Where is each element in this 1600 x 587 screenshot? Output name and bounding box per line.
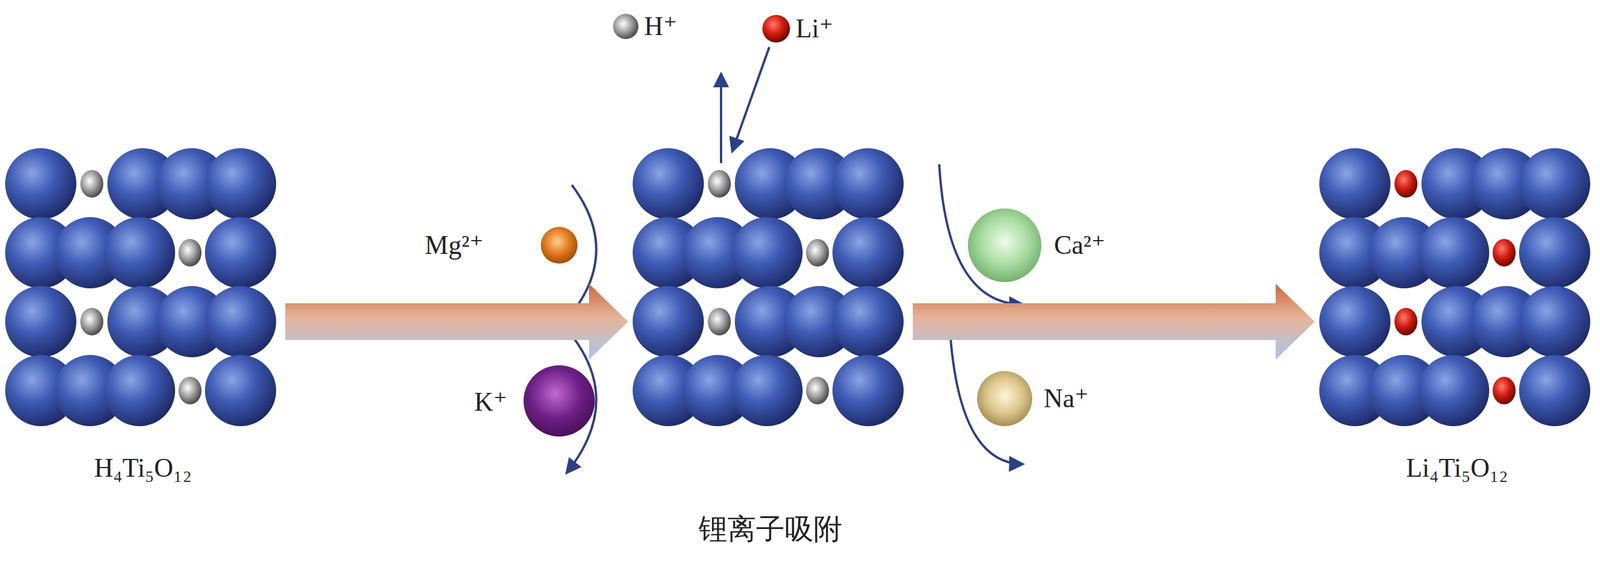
pass-arrow (939, 164, 1022, 305)
oxide-sphere (5, 148, 77, 220)
lithium-ball (762, 14, 790, 43)
oxide-sphere (204, 285, 277, 358)
oxide-sphere (832, 285, 904, 358)
site-ion (707, 307, 731, 336)
site-ion (806, 238, 829, 267)
ion-label: Li⁺ (795, 15, 834, 42)
oxide-sphere (103, 354, 176, 426)
oxide-sphere (1519, 354, 1591, 426)
oxide-sphere (1319, 148, 1391, 220)
lattice-node: 锂离子吸附 (632, 148, 909, 549)
site-ion (80, 169, 104, 198)
lattice-figure (1319, 148, 1595, 430)
ion-label: K⁺ (474, 388, 508, 416)
oxide-sphere (832, 217, 904, 289)
process-arrow (285, 283, 629, 360)
ion-label: H⁺ (644, 13, 678, 40)
lattice-node: H₄Ti₅O₁₂ (5, 148, 281, 483)
formula-label: Li₄Ti₅O₁₂ (1319, 452, 1595, 483)
site-ion (178, 376, 202, 405)
oxide-sphere (832, 148, 904, 220)
oxide-sphere (204, 354, 277, 426)
oxide-sphere (731, 217, 803, 289)
oxide-sphere (204, 217, 277, 289)
oxide-sphere (731, 354, 803, 426)
site-ion (80, 307, 104, 336)
site-ion (806, 376, 829, 405)
lattice-node: Li₄Ti₅O₁₂ (1319, 148, 1595, 483)
site-ion (1394, 169, 1418, 198)
oxide-sphere (103, 217, 176, 289)
oxide-sphere (1519, 148, 1591, 220)
site-ion (1492, 376, 1516, 405)
proton-ball (613, 13, 639, 40)
lattice-figure (5, 148, 281, 430)
ion-label: Na⁺ (1043, 385, 1089, 412)
potassium-ball (523, 365, 595, 437)
calcium-ball (967, 208, 1042, 282)
lithium-uptake-arrow (732, 47, 770, 151)
stage-caption: 锂离子吸附 (632, 509, 909, 549)
pass-arrow (949, 323, 1022, 464)
site-ion (1394, 307, 1418, 336)
oxide-sphere (832, 354, 904, 426)
oxide-sphere (1519, 217, 1591, 289)
oxide-sphere (5, 285, 77, 358)
site-ion (178, 238, 202, 267)
oxide-sphere (1519, 285, 1591, 358)
process-arrow (912, 283, 1315, 360)
magnesium-ball (540, 226, 578, 264)
site-ion (707, 169, 731, 198)
ion-label: Ca²⁺ (1054, 231, 1106, 259)
proton-release-arrow (719, 74, 723, 164)
oxide-sphere (1319, 285, 1391, 358)
lattice-figure (632, 148, 909, 430)
oxide-sphere (632, 148, 704, 220)
oxide-sphere (1418, 217, 1490, 289)
ion-label: Mg²⁺ (424, 231, 484, 259)
oxide-sphere (1418, 354, 1490, 426)
sodium-ball (977, 370, 1033, 426)
site-ion (1492, 238, 1516, 267)
oxide-sphere (632, 285, 704, 358)
formula-label: H₄Ti₅O₁₂ (5, 452, 281, 483)
oxide-sphere (204, 148, 277, 220)
